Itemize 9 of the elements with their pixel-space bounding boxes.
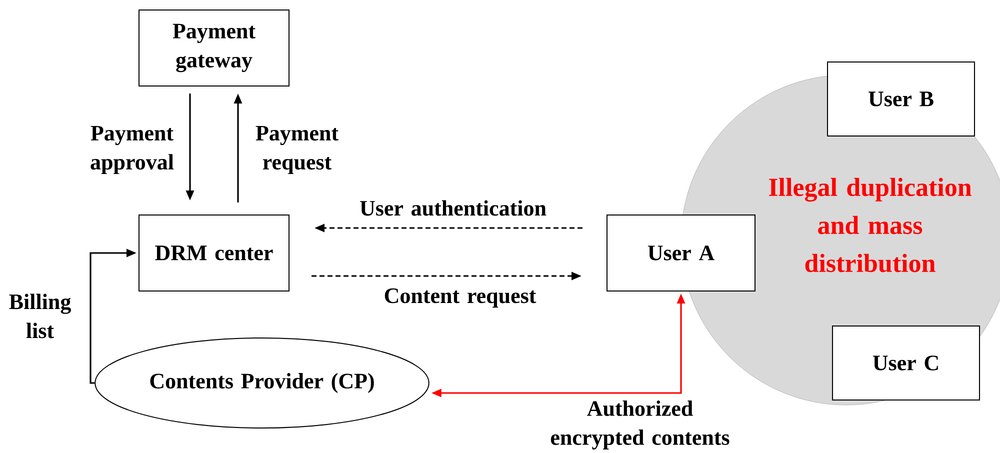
box: User A bbox=[606, 214, 756, 292]
edge-label: Payment request bbox=[256, 126, 338, 174]
box: User B bbox=[827, 62, 975, 136]
edge-label: Billing list bbox=[9, 294, 71, 338]
edge-label: User authentication bbox=[360, 200, 546, 216]
edge-label: Content request bbox=[384, 288, 536, 308]
edge-label: Payment approval bbox=[90, 126, 174, 174]
box: Payment gateway bbox=[138, 10, 290, 86]
box: DRM center bbox=[138, 214, 290, 292]
